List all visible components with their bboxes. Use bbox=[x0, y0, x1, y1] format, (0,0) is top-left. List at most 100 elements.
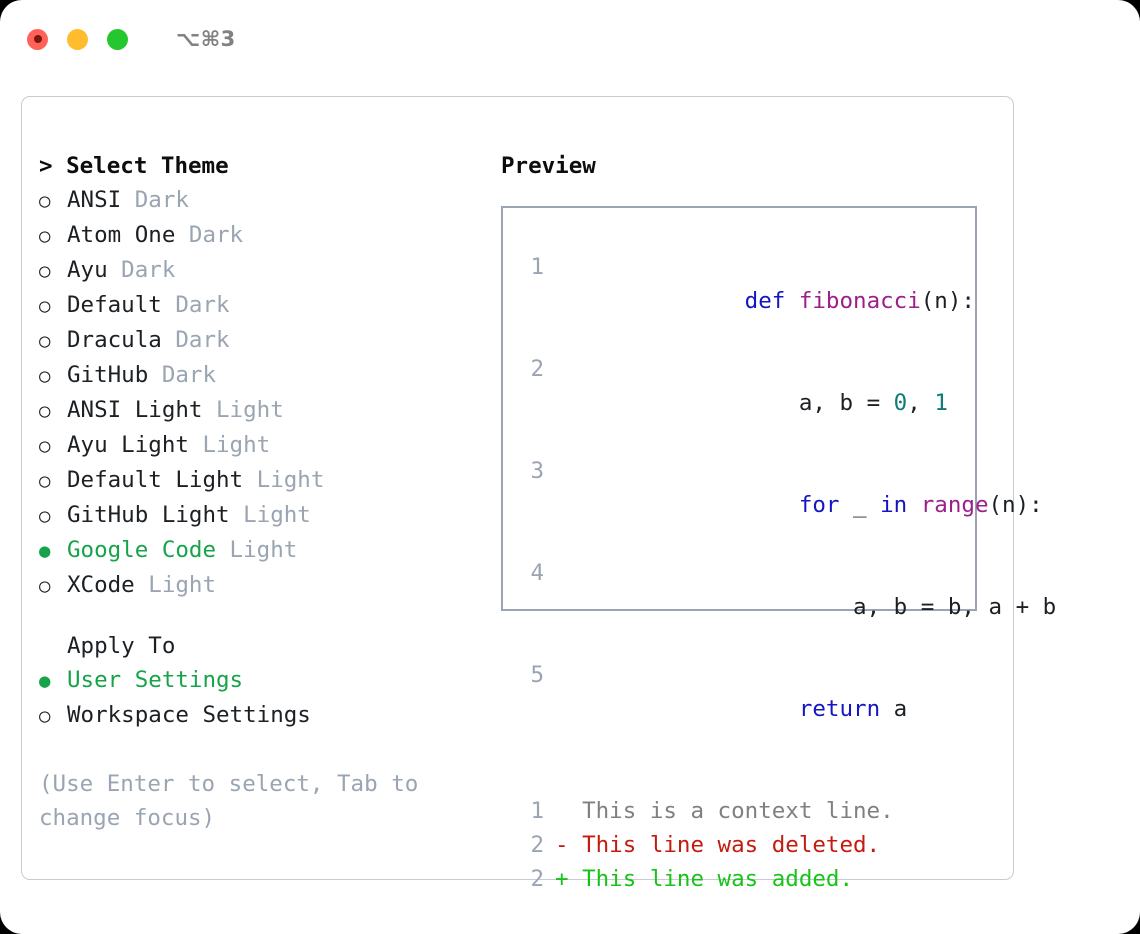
theme-option[interactable]: ○ Ayu Dark bbox=[39, 253, 509, 288]
section-spacer bbox=[39, 603, 509, 629]
theme-selector-column: > Select Theme ○ ANSI Dark ○ Atom One Da… bbox=[39, 149, 509, 835]
theme-variant: Dark bbox=[161, 327, 230, 353]
theme-name: GitHub bbox=[67, 362, 149, 388]
code-token: 0 bbox=[893, 390, 908, 416]
code-token: a bbox=[880, 696, 908, 722]
line-number: 2 bbox=[530, 866, 544, 892]
theme-variant: Dark bbox=[175, 222, 244, 248]
theme-option-selected[interactable]: ● Google Code Light bbox=[39, 533, 509, 568]
radio-icon: ○ bbox=[39, 190, 51, 212]
code-line: 1 def fibonacci(n): bbox=[520, 250, 975, 352]
apply-to-option-list: ● User Settings ○ Workspace Settings bbox=[39, 663, 509, 733]
theme-option[interactable]: ○ GitHub Light Light bbox=[39, 498, 509, 533]
radio-selected-icon: ● bbox=[39, 540, 51, 562]
theme-name: GitHub Light bbox=[67, 502, 230, 528]
apply-option-selected[interactable]: ● User Settings bbox=[39, 663, 509, 698]
theme-option[interactable]: ○ Atom One Dark bbox=[39, 218, 509, 253]
code-token: (n): bbox=[920, 288, 975, 314]
code-content: for _ in range(n): bbox=[555, 454, 1043, 556]
preview-header: Preview bbox=[501, 153, 596, 179]
code-token bbox=[745, 696, 799, 722]
code-token: for bbox=[798, 492, 840, 518]
diff-content: This is a context line. bbox=[555, 798, 894, 824]
theme-option[interactable]: ○ GitHub Dark bbox=[39, 358, 509, 393]
window-controls bbox=[27, 28, 128, 50]
theme-variant: Light bbox=[134, 572, 217, 598]
code-token: return bbox=[798, 696, 881, 722]
hint-spacer bbox=[39, 733, 509, 767]
theme-option[interactable]: ○ XCode Light bbox=[39, 568, 509, 603]
theme-variant: Light bbox=[216, 537, 298, 563]
theme-variant: Dark bbox=[107, 257, 176, 283]
theme-option[interactable]: ○ ANSI Dark bbox=[39, 183, 509, 218]
code-content: a, b = 0, 1 bbox=[555, 352, 948, 454]
radio-icon: ○ bbox=[39, 470, 51, 492]
code-content: def fibonacci(n): bbox=[555, 250, 975, 352]
preview-column: Preview 1 def fibonacci(n): 2 a, b = 0, … bbox=[501, 149, 1056, 892]
code-token: , bbox=[907, 390, 935, 416]
code-line: 5 return a bbox=[520, 658, 975, 760]
code-token: _ bbox=[839, 492, 881, 518]
radio-icon: ○ bbox=[39, 225, 51, 247]
theme-variant: Light bbox=[229, 502, 311, 528]
theme-option[interactable]: ○ Default Dark bbox=[39, 288, 509, 323]
code-line: 3 for _ in range(n): bbox=[520, 454, 1042, 556]
theme-name: ANSI bbox=[67, 187, 122, 213]
code-token bbox=[907, 492, 921, 518]
line-number: 4 bbox=[530, 560, 544, 586]
theme-option[interactable]: ○ ANSI Light Light bbox=[39, 393, 509, 428]
diff-line-added: 2 + This line was added. bbox=[520, 862, 975, 896]
diff-content: - This line was deleted. bbox=[555, 832, 881, 858]
radio-icon: ○ bbox=[39, 435, 51, 457]
theme-name: Atom One bbox=[67, 222, 176, 248]
theme-name: Ayu bbox=[67, 257, 108, 283]
radio-selected-icon: ● bbox=[39, 670, 51, 692]
minimize-button[interactable] bbox=[67, 28, 88, 50]
theme-name: ANSI Light bbox=[67, 397, 203, 423]
diff-line-context: 1 This is a context line. bbox=[520, 794, 975, 828]
code-token: 1 bbox=[934, 390, 948, 416]
theme-option[interactable]: ○ Ayu Light Light bbox=[39, 428, 509, 463]
radio-icon: ○ bbox=[39, 365, 51, 387]
line-number: 3 bbox=[530, 458, 544, 484]
theme-name: Default Light bbox=[67, 467, 244, 493]
diff-line-deleted: 2 - This line was deleted. bbox=[520, 828, 975, 862]
title-bar: ⌥⌘3 bbox=[0, 0, 1140, 78]
line-number: 2 bbox=[530, 832, 544, 858]
code-token bbox=[745, 492, 799, 518]
apply-option[interactable]: ○ Workspace Settings bbox=[39, 698, 509, 733]
code-token: a, b = b, a + b bbox=[744, 594, 1057, 620]
theme-option[interactable]: ○ Default Light Light bbox=[39, 463, 509, 498]
code-line: 2 a, b = 0, 1 bbox=[520, 352, 975, 454]
theme-name: Default bbox=[67, 292, 162, 318]
theme-name: Dracula bbox=[67, 327, 162, 353]
code-token: in bbox=[880, 492, 908, 518]
shortcut-label: ⌥⌘3 bbox=[176, 27, 236, 51]
diff-content: + This line was added. bbox=[555, 866, 854, 892]
keyboard-hint: (Use Enter to select, Tab to change focu… bbox=[39, 771, 419, 831]
apply-option-label: User Settings bbox=[67, 667, 244, 693]
theme-option[interactable]: ○ Dracula Dark bbox=[39, 323, 509, 358]
code-line: 4 a, b = b, a + b bbox=[520, 556, 1056, 658]
record-dot-icon bbox=[33, 35, 42, 43]
code-sample: 1 def fibonacci(n): 2 a, b = 0, 1 3 bbox=[520, 250, 1056, 760]
preview-box: 1 def fibonacci(n): 2 a, b = 0, 1 3 bbox=[501, 206, 1056, 892]
radio-icon: ○ bbox=[39, 330, 51, 352]
theme-name: Ayu Light bbox=[67, 432, 189, 458]
theme-variant: Light bbox=[202, 397, 284, 423]
apply-option-label: Workspace Settings bbox=[67, 702, 311, 728]
theme-variant: Light bbox=[243, 467, 325, 493]
radio-icon: ○ bbox=[39, 400, 51, 422]
theme-variant: Light bbox=[188, 432, 271, 458]
theme-option-list: ○ ANSI Dark ○ Atom One Dark ○ Ayu Dark ○… bbox=[39, 183, 509, 603]
radio-icon: ○ bbox=[39, 705, 51, 727]
theme-variant: Dark bbox=[161, 292, 230, 318]
theme-name: Google Code bbox=[67, 537, 217, 563]
close-button[interactable] bbox=[27, 28, 48, 50]
code-content: a, b = b, a + b bbox=[555, 556, 1056, 658]
zoom-button[interactable] bbox=[107, 28, 128, 50]
radio-icon: ○ bbox=[39, 260, 51, 282]
line-number: 1 bbox=[530, 254, 544, 280]
theme-name: XCode bbox=[67, 572, 135, 598]
